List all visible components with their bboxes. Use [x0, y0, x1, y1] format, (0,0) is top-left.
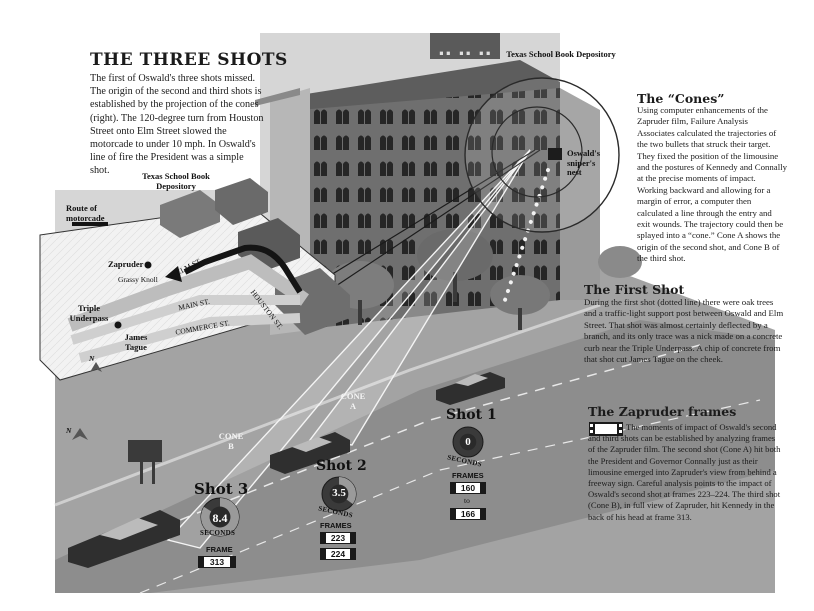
shot-1-seconds-value: 0	[465, 436, 471, 448]
cones-heading: The “Cones”	[637, 91, 725, 106]
lane-line	[79, 344, 701, 561]
shot-1-frame-end-number: 166	[456, 509, 480, 519]
route-legend-swatch	[72, 222, 108, 226]
map-depository-label: Texas School Book Depository	[142, 171, 210, 191]
film-icon-space	[588, 420, 626, 430]
depository-side	[560, 88, 600, 300]
shot-1-frames-label: FRAMES	[452, 471, 484, 480]
shot-1-frame-end: 166	[450, 508, 486, 520]
shot-2-frames-label: FRAMES	[320, 521, 352, 530]
depository-roof	[300, 60, 560, 118]
roof-sign-letters: .. .. ..	[438, 39, 492, 60]
limousine-shot-2	[270, 432, 350, 474]
lane-line-2	[139, 399, 761, 594]
depository-label: Texas School Book Depository	[506, 49, 616, 59]
intro-text: The first of Oswald's three shots missed…	[90, 73, 264, 177]
shot-2-frame-end-number: 224	[326, 549, 350, 559]
sightline-2	[329, 149, 541, 291]
shot-2-frame-end: 224	[320, 548, 356, 560]
zapruder-frames-heading: The Zapruder frames	[588, 404, 737, 419]
roof-sign	[430, 33, 500, 59]
scene-north-arrow	[72, 428, 88, 440]
shot-2-dial-center	[329, 484, 349, 504]
shot-3-frame: 313	[198, 556, 236, 568]
grassy-knoll-label: Grassy Knoll	[118, 275, 158, 284]
cones-body: Using computer enhancements of the Zapru…	[637, 105, 788, 264]
sniper-nest-label: Oswald's sniper's nest	[567, 148, 601, 177]
shot-2-label: Shot 2	[316, 458, 367, 474]
shot-1-frame-start-number: 160	[456, 483, 480, 493]
curb	[54, 303, 601, 507]
triple-underpass-label: Triple Underpass	[69, 303, 109, 323]
limousine-shot-1	[436, 372, 505, 405]
shot-3-seconds-label: SECONDS	[200, 529, 236, 537]
shot-1-to-label: to	[464, 496, 470, 505]
shot-3-label: Shot 3	[194, 480, 249, 498]
annex-roof	[255, 88, 300, 106]
first-shot-body: During the first shot (dotted line) ther…	[584, 297, 784, 365]
scene-north-label: N	[66, 426, 72, 435]
shot-2-frame-start: 223	[320, 532, 356, 544]
white-margin	[55, 33, 260, 190]
nest-magnifier-small	[491, 106, 583, 198]
shot-3-dial-center	[209, 506, 231, 528]
shot-1-frame-start: 160	[450, 482, 486, 494]
film-strip-icon	[589, 422, 623, 436]
route-legend-label: Route of motorcade	[66, 203, 105, 223]
freeway-sign	[128, 440, 162, 484]
shot-3-seconds-value: 8.4	[212, 511, 228, 525]
shot-3-frames-label: FRAME	[206, 545, 233, 554]
inset-map	[39, 178, 350, 381]
zapruder-frames-text: The moments of impact of Oswald's second…	[588, 422, 781, 522]
cone-a-label: CONE A	[340, 391, 366, 411]
shot-2-frame-start-number: 223	[326, 533, 350, 543]
zapruder-map-label: Zapruder	[108, 259, 144, 269]
page-title: THE THREE SHOTS	[90, 50, 288, 70]
nest-magnifier-large	[464, 77, 620, 233]
map-north-label: N	[89, 354, 95, 363]
shot-3-frame-number: 313	[204, 557, 230, 567]
shot-1-dial-center	[459, 433, 477, 451]
limousine-shot-3	[68, 510, 180, 568]
second-dials	[200, 426, 484, 537]
shot-1-label: Shot 1	[446, 407, 497, 423]
zapruder-frames-body: The moments of impact of Oswald's second…	[588, 420, 782, 523]
shot-2-seconds-value: 3.5	[332, 487, 346, 499]
sniper-nest-window	[548, 148, 562, 160]
first-shot-heading: The First Shot	[584, 282, 685, 297]
james-tague-label: James Tague	[124, 332, 148, 352]
cone-b-label: CONE B	[218, 431, 244, 451]
cone-b	[166, 149, 531, 549]
